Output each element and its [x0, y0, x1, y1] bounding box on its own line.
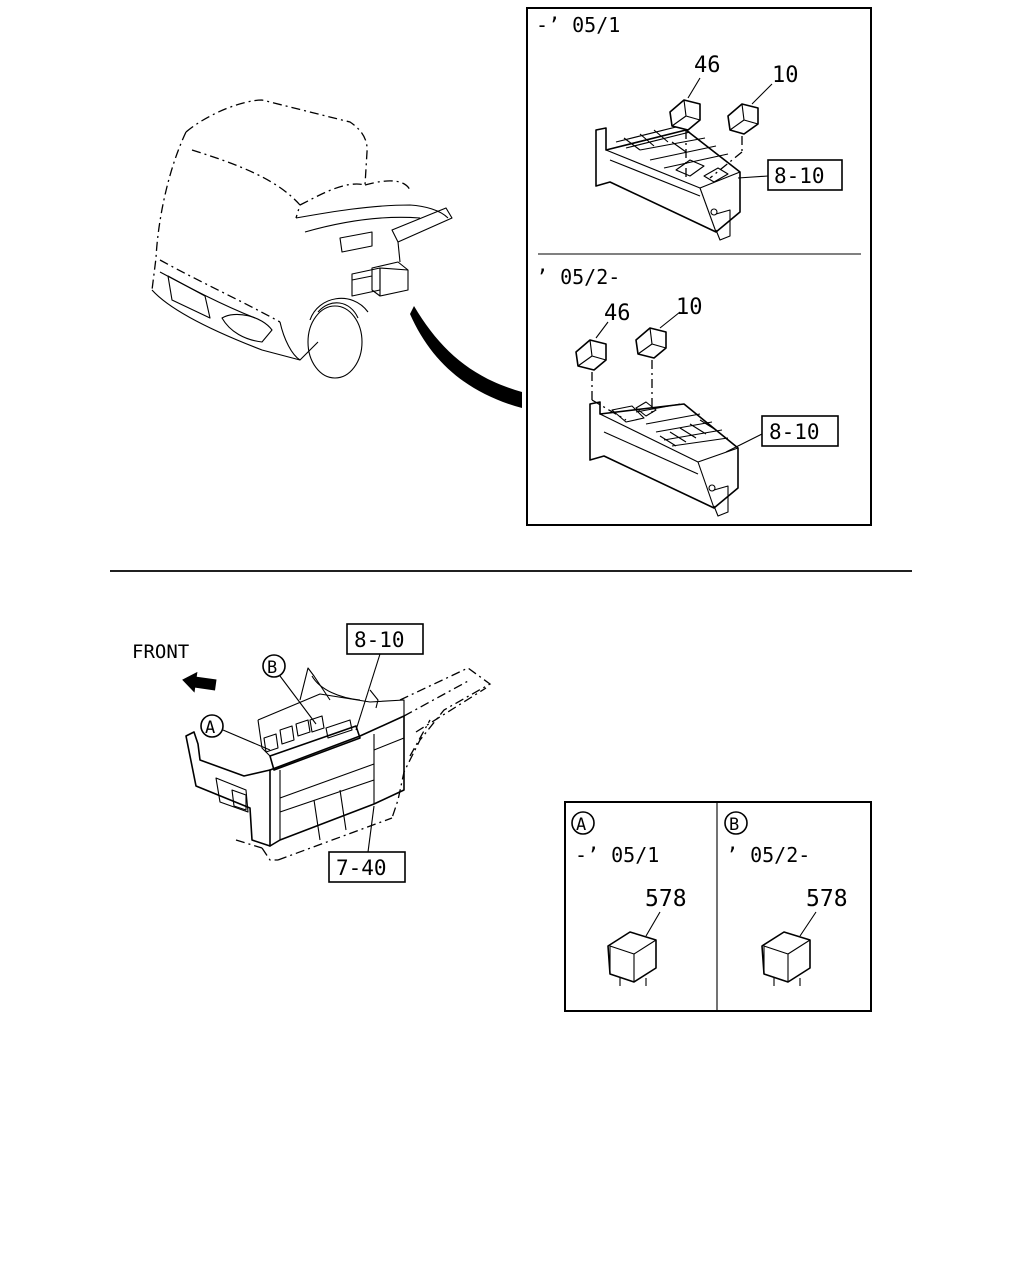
chassis-illustration: [185, 667, 492, 861]
detail-callout-b-label: B: [729, 815, 739, 835]
lower-ref-label: 8-10: [769, 420, 820, 444]
upper-relay-46-label: 46: [694, 53, 721, 78]
chassis-ref-8-10: 8-10: [354, 628, 405, 652]
lower-fuse-box: [589, 401, 739, 517]
front-label: FRONT: [132, 641, 189, 663]
detail-left-variant: -’ 05/1: [575, 843, 659, 867]
lower-relay-46-label: 46: [604, 301, 631, 326]
chassis-ref-8-10-box: [346, 623, 424, 655]
upper-relay-10-label: 10: [772, 63, 799, 88]
upper-relay-46: [669, 77, 701, 131]
detail-left-relay: [607, 911, 661, 986]
callout-b: [262, 654, 317, 725]
callout-a-label: A: [205, 718, 215, 738]
upper-ref-label: 8-10: [774, 164, 825, 188]
chassis-ref-7-40-box: [328, 851, 406, 883]
upper-variant-label: -’ 05/1: [536, 13, 620, 37]
detail-right-variant: ’ 05/2-: [726, 843, 810, 867]
detail-callout-b: [724, 811, 748, 835]
detail-callout-a: [571, 811, 595, 835]
front-arrow-icon: [182, 671, 217, 693]
truck-cab-illustration: [151, 99, 522, 408]
detail-box-frame: [564, 801, 872, 1012]
detail-callout-a-label: A: [576, 815, 586, 835]
detail-left-part: 578: [645, 886, 687, 912]
variant-panel-frame: [526, 7, 872, 526]
upper-relay-10: [727, 83, 773, 135]
upper-ref-box: [767, 159, 843, 191]
detail-right-part: 578: [806, 886, 848, 912]
lower-relay-46: [575, 321, 609, 371]
callout-b-label: B: [267, 658, 277, 678]
callout-a: [200, 714, 271, 751]
upper-fuse-box: [595, 125, 741, 241]
lower-ref-box: [761, 415, 839, 447]
lower-relay-10: [635, 311, 681, 359]
lower-relay-10-label: 10: [676, 295, 703, 320]
lower-variant-label: ’ 05/2-: [536, 265, 620, 289]
chassis-ref-7-40: 7-40: [336, 856, 387, 880]
detail-right-relay: [761, 911, 817, 986]
